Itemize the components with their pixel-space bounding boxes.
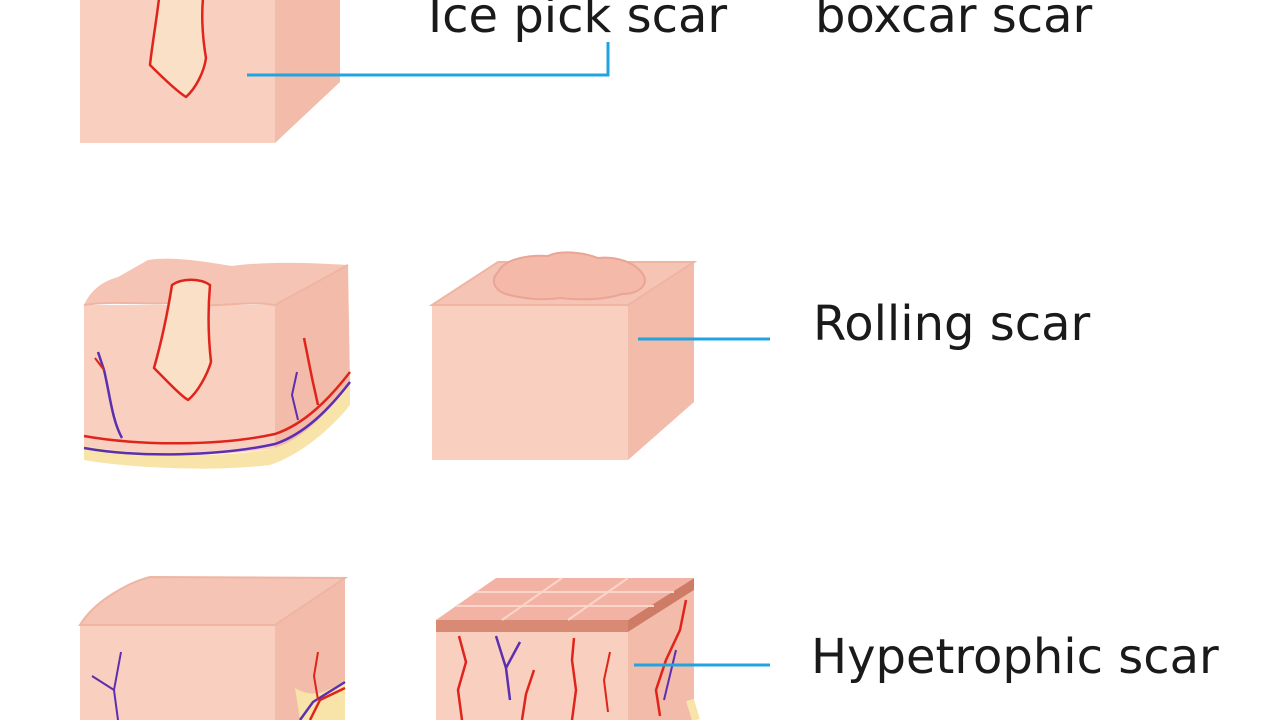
boxcar-scar-label: boxcar scar	[815, 0, 1093, 44]
hypertrophic-scar-label: Hypetrophic scar	[811, 629, 1219, 685]
ice-pick-scar-label: Ice pick scar	[428, 0, 728, 44]
atrophic-skin-block	[78, 575, 349, 720]
boxcar-skin-block	[83, 258, 351, 469]
rolling-skin-block	[428, 251, 698, 460]
ice-pick-pointer-line	[247, 42, 610, 77]
ice-pick-skin-block	[80, 0, 340, 143]
rolling-scar-label: Rolling scar	[813, 296, 1091, 352]
hypertrophic-skin-block	[436, 577, 700, 720]
